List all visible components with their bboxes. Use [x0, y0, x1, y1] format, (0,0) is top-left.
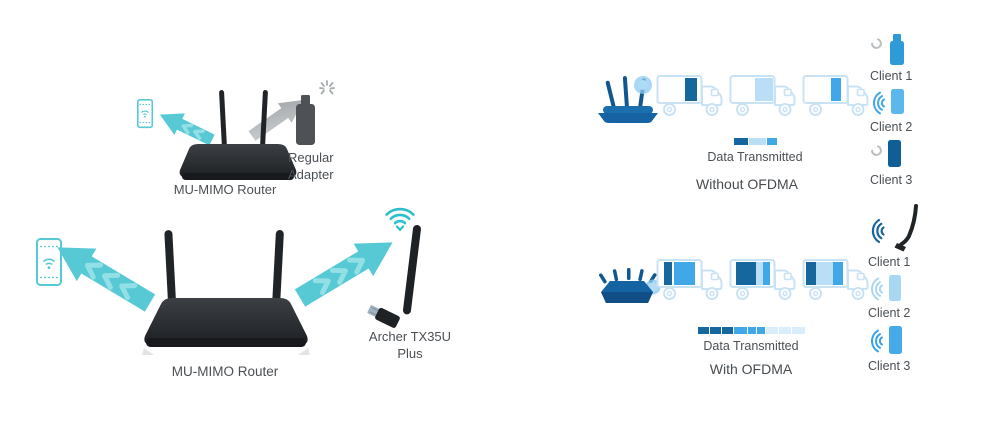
- mu-mimo-router-label: MU-MIMO Router: [171, 364, 279, 379]
- bar-client-icon: [889, 326, 902, 354]
- data-transmitted-legend: Data Transmitted: [675, 138, 835, 164]
- legend-segment: [748, 138, 766, 145]
- mu-mimo-large-illustration: [36, 207, 421, 355]
- client-label: Client 3: [868, 359, 911, 373]
- mu-mimo-small-illustration: [136, 80, 335, 180]
- usb-adapter-icon: [888, 140, 901, 167]
- client-label: Client 3: [870, 173, 913, 187]
- cargo-data-block: [806, 262, 816, 285]
- client-row: Client 1: [870, 34, 940, 89]
- clients-column: Client 1 Client 2: [870, 34, 940, 193]
- legend-bar: [671, 327, 831, 334]
- client-label: Client 1: [870, 69, 913, 83]
- legend-segment: [791, 327, 805, 334]
- legend-segment: [756, 327, 765, 334]
- section-title: Without OFDMA: [696, 176, 798, 192]
- cargo-data-block: [831, 78, 841, 101]
- usb-adapter-icon: [890, 34, 904, 65]
- client-row: Client 2: [868, 275, 938, 326]
- router-with-ofdma-icon: [599, 268, 661, 303]
- teal-arrow-left-icon: [57, 247, 156, 312]
- data-transmitted-legend: Data Transmitted: [671, 327, 831, 353]
- archer-tx35u-adapter-icon: [367, 224, 421, 328]
- antenna-client-icon: [894, 204, 918, 252]
- legend-segment: [733, 327, 747, 334]
- cargo-data-block: [674, 262, 695, 285]
- teal-arrow-icon: [159, 113, 215, 146]
- cargo-data-block: [755, 78, 773, 101]
- cargo-data-block: [756, 262, 763, 285]
- router-without-ofdma-icon: [598, 76, 658, 123]
- legend-segment: [697, 327, 709, 334]
- client-row: Client 3: [868, 326, 938, 379]
- legend-segment: [709, 327, 721, 334]
- truck-row: [656, 258, 870, 302]
- delivery-truck-icon: [656, 259, 723, 300]
- regular-adapter-icon: [296, 95, 315, 145]
- legend-segment: [778, 327, 791, 334]
- delivery-truck-icon: [656, 75, 723, 116]
- client-label: Client 1: [868, 255, 911, 269]
- without-ofdma-diagram: Data Transmitted Without OFDMA Client 1: [590, 30, 1000, 205]
- wifi-waves-icon: [871, 329, 883, 353]
- wifi-waves-icon: [873, 91, 885, 115]
- teal-arrow-right-icon: [294, 242, 393, 307]
- client-label: Client 2: [868, 306, 911, 320]
- archer-adapter-label: Archer TX35U Plus: [368, 329, 452, 361]
- legend-segment: [747, 327, 756, 334]
- waiting-status-icon: [871, 38, 882, 49]
- with-ofdma-diagram: Data Transmitted With OFDMA Client 1: [590, 204, 1000, 395]
- spark-icon: [319, 80, 335, 95]
- usb-adapter-icon: [891, 89, 904, 114]
- legend-segment: [733, 138, 748, 145]
- legend-bar: [675, 138, 835, 145]
- regular-adapter-label: Regular Adapter: [288, 150, 334, 182]
- router-icon: [142, 229, 310, 355]
- cargo-data-block: [664, 262, 672, 285]
- mu-mimo-large-diagram: Archer TX35U Plus MU-MIMO Router: [20, 198, 470, 393]
- truck-row: [656, 74, 870, 118]
- client-row: Client 3: [870, 140, 940, 193]
- cargo-data-block: [763, 262, 770, 285]
- mu-mimo-router-label: MU-MIMO Router: [173, 182, 277, 197]
- wifi-waves-icon: [871, 277, 883, 301]
- waiting-status-icon: [871, 145, 882, 156]
- cargo-data-block: [816, 262, 833, 285]
- clients-column: Client 1 Client 2: [868, 204, 938, 379]
- client-row: Client 2: [870, 89, 940, 140]
- router-icon: [179, 90, 297, 180]
- delivery-truck-icon: [802, 259, 869, 300]
- phone-icon: [136, 98, 154, 129]
- client-row: Client 1: [868, 204, 938, 275]
- delivery-truck-icon: [729, 259, 796, 300]
- legend-label: Data Transmitted: [707, 150, 803, 164]
- section-title: With OFDMA: [709, 361, 793, 377]
- delivery-truck-icon: [802, 75, 869, 116]
- phone-icon: [36, 238, 62, 286]
- cargo-data-block: [736, 262, 756, 285]
- legend-segment: [766, 138, 777, 145]
- wifi-signal-icon: [385, 207, 415, 232]
- client-label: Client 2: [870, 120, 913, 134]
- cargo-data-block: [685, 78, 697, 101]
- bar-client-icon: [889, 275, 901, 301]
- legend-segment: [721, 327, 733, 334]
- legend-label: Data Transmitted: [703, 339, 799, 353]
- delivery-truck-icon: [729, 75, 796, 116]
- legend-segment: [765, 327, 778, 334]
- mu-mimo-small-diagram: Regular Adapter MU-MIMO Router: [120, 78, 400, 203]
- wifi-waves-icon: [871, 218, 885, 244]
- cargo-data-block: [833, 262, 843, 285]
